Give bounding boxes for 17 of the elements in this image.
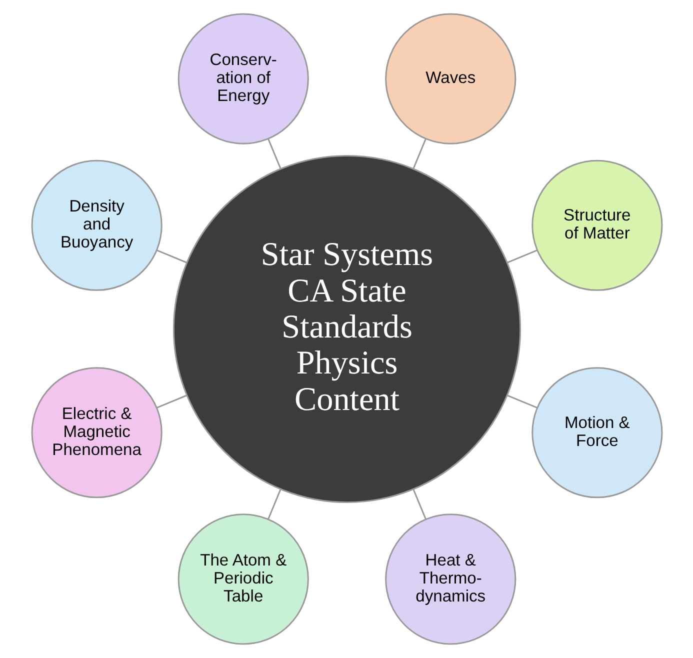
node-circle: Motion & Force: [531, 367, 662, 498]
node-circle: Electric & Magnetic Phenomena: [30, 367, 162, 498]
node-circle: Structure of Matter: [531, 160, 662, 291]
connector: [267, 138, 281, 169]
connector: [412, 489, 426, 520]
node-circle: Density and Buoyancy: [30, 160, 162, 291]
node-circle: Star Systems CA State Standards Physics Content: [172, 154, 521, 504]
node-circle: The Atom & Periodic Table: [177, 514, 308, 645]
connector: [412, 138, 426, 169]
connector: [506, 394, 537, 408]
node-circle: Conserv- ation of Energy: [177, 13, 308, 144]
node-circle: Waves: [384, 13, 516, 144]
connector: [506, 250, 537, 264]
connector: [156, 394, 186, 408]
connector: [156, 250, 186, 264]
node-circle: Heat & Thermo- dynamics: [384, 514, 516, 645]
connector: [267, 489, 281, 520]
